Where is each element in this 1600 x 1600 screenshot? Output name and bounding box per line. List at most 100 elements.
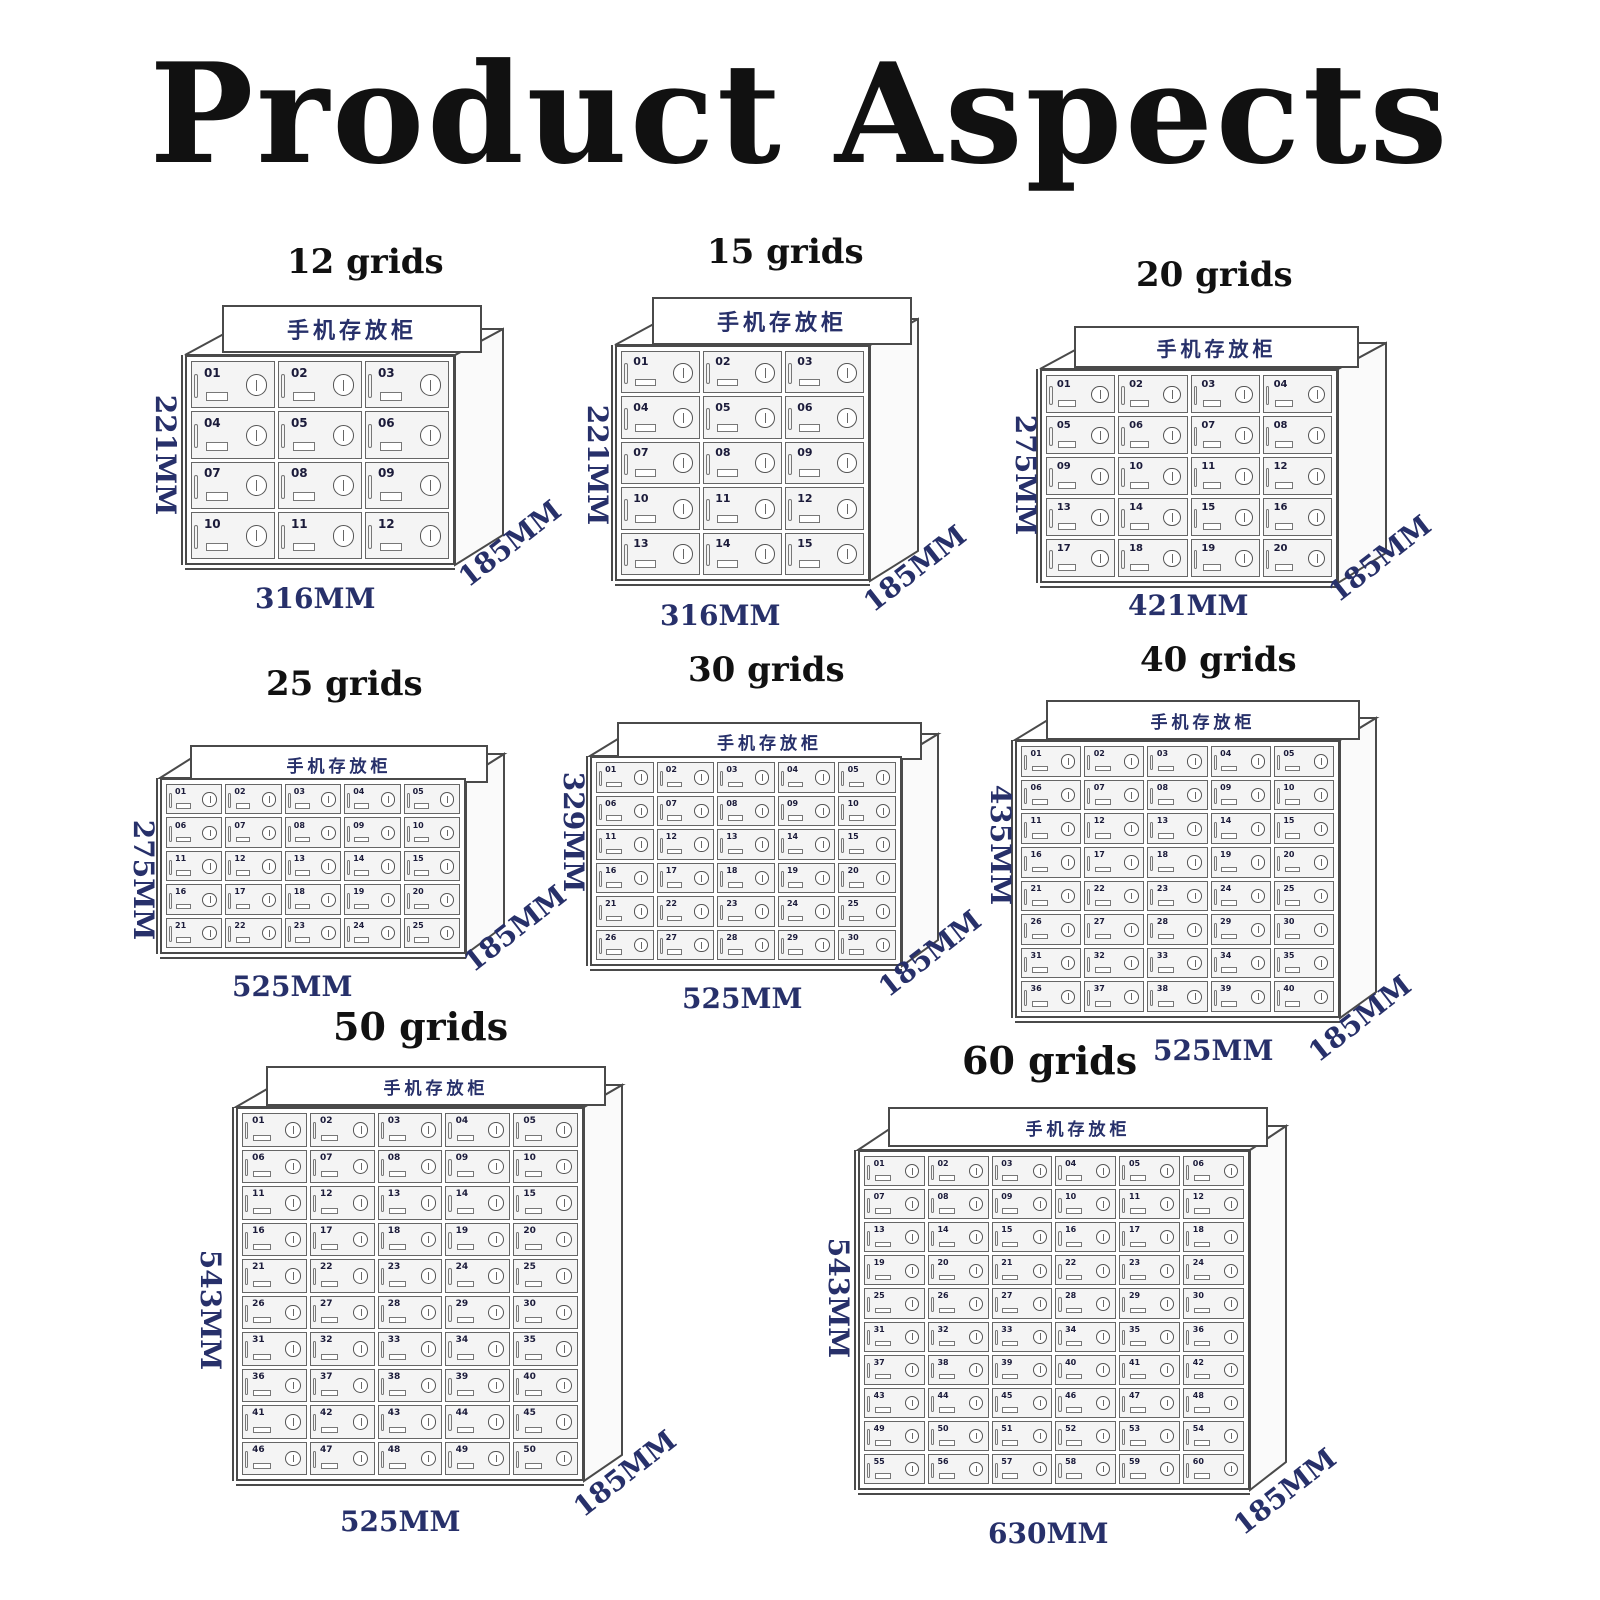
compartment[interactable]: 01 — [864, 1156, 925, 1187]
lock-icon[interactable] — [815, 803, 830, 819]
lock-icon[interactable] — [1307, 426, 1326, 445]
compartment[interactable]: 06 — [1021, 779, 1082, 811]
compartment[interactable]: 21 — [166, 917, 223, 948]
lock-icon[interactable] — [1224, 1230, 1239, 1245]
compartment[interactable]: 24 — [1210, 880, 1271, 912]
compartment[interactable]: 34 — [1055, 1321, 1117, 1352]
compartment[interactable]: 37 — [309, 1368, 375, 1402]
lock-icon[interactable] — [440, 859, 455, 874]
lock-icon[interactable] — [968, 1230, 983, 1245]
lock-icon[interactable] — [556, 1195, 572, 1211]
compartment[interactable]: 18 — [377, 1222, 443, 1256]
compartment[interactable]: 01 — [166, 784, 223, 815]
lock-icon[interactable] — [380, 892, 396, 907]
lock-icon[interactable] — [904, 1362, 919, 1377]
compartment[interactable]: 50 — [513, 1441, 578, 1475]
lock-icon[interactable] — [815, 870, 830, 886]
compartment[interactable]: 50 — [927, 1420, 989, 1451]
compartment[interactable]: 03 — [991, 1156, 1053, 1187]
lock-icon[interactable] — [875, 904, 891, 919]
lock-icon[interactable] — [1163, 426, 1181, 445]
lock-icon[interactable] — [633, 837, 648, 852]
compartment[interactable]: 15 — [1273, 813, 1334, 844]
lock-icon[interactable] — [420, 1231, 437, 1248]
lock-icon[interactable] — [488, 1158, 504, 1175]
compartment[interactable]: 22 — [656, 896, 715, 927]
lock-icon[interactable] — [754, 498, 775, 519]
compartment[interactable]: 29 — [445, 1295, 511, 1329]
compartment[interactable]: 15 — [838, 829, 896, 860]
compartment[interactable]: 09 — [777, 795, 836, 826]
compartment[interactable]: 13 — [717, 829, 775, 860]
compartment[interactable]: 25 — [513, 1259, 578, 1293]
lock-icon[interactable] — [1096, 1329, 1111, 1344]
lock-icon[interactable] — [815, 837, 830, 852]
lock-icon[interactable] — [1224, 1296, 1239, 1311]
compartment[interactable]: 29 — [777, 929, 836, 960]
lock-icon[interactable] — [420, 1414, 437, 1430]
lock-icon[interactable] — [1096, 1362, 1111, 1377]
compartment[interactable]: 02 — [309, 1113, 375, 1147]
lock-icon[interactable] — [904, 1329, 919, 1344]
compartment[interactable]: 47 — [309, 1441, 375, 1475]
lock-icon[interactable] — [1250, 855, 1265, 870]
lock-icon[interactable] — [1224, 1263, 1239, 1278]
compartment[interactable]: 08 — [1147, 779, 1208, 811]
compartment[interactable]: 02 — [1084, 746, 1145, 777]
lock-icon[interactable] — [245, 374, 268, 396]
lock-icon[interactable] — [488, 1195, 504, 1211]
lock-icon[interactable] — [1124, 888, 1139, 904]
lock-icon[interactable] — [420, 1304, 437, 1321]
compartment[interactable]: 05 — [1119, 1156, 1181, 1187]
lock-icon[interactable] — [633, 770, 648, 785]
compartment[interactable]: 26 — [242, 1295, 307, 1329]
compartment[interactable]: 21 — [596, 896, 654, 927]
compartment[interactable]: 11 — [242, 1186, 307, 1220]
compartment[interactable]: 04 — [1055, 1156, 1117, 1187]
compartment[interactable]: 26 — [596, 929, 654, 960]
compartment[interactable]: 01 — [1021, 746, 1082, 777]
compartment[interactable]: 10 — [403, 817, 460, 848]
lock-icon[interactable] — [633, 904, 648, 919]
compartment[interactable]: 13 — [864, 1222, 925, 1253]
compartment[interactable]: 23 — [284, 917, 342, 948]
lock-icon[interactable] — [968, 1164, 983, 1179]
compartment[interactable]: 38 — [377, 1368, 443, 1402]
lock-icon[interactable] — [284, 1304, 301, 1321]
compartment[interactable]: 11 — [596, 829, 654, 860]
lock-icon[interactable] — [1096, 1429, 1111, 1444]
lock-icon[interactable] — [968, 1362, 983, 1377]
compartment[interactable]: 16 — [166, 884, 223, 915]
lock-icon[interactable] — [202, 892, 217, 907]
compartment[interactable]: 12 — [785, 487, 864, 530]
compartment[interactable]: 53 — [1119, 1420, 1181, 1451]
lock-icon[interactable] — [1224, 1429, 1239, 1444]
lock-icon[interactable] — [836, 453, 857, 474]
compartment[interactable]: 17 — [225, 884, 282, 915]
compartment[interactable]: 07 — [1084, 779, 1145, 811]
compartment[interactable]: 46 — [1055, 1387, 1117, 1418]
lock-icon[interactable] — [284, 1158, 301, 1175]
lock-icon[interactable] — [1032, 1395, 1047, 1410]
lock-icon[interactable] — [1313, 888, 1329, 904]
lock-icon[interactable] — [1160, 1462, 1175, 1477]
compartment[interactable]: 33 — [991, 1321, 1053, 1352]
lock-icon[interactable] — [202, 825, 217, 841]
lock-icon[interactable] — [261, 859, 277, 874]
lock-icon[interactable] — [352, 1304, 369, 1321]
lock-icon[interactable] — [1235, 508, 1254, 527]
compartment[interactable]: 12 — [1262, 457, 1332, 495]
compartment[interactable]: 10 — [513, 1149, 578, 1183]
lock-icon[interactable] — [1096, 1197, 1111, 1212]
compartment[interactable]: 39 — [445, 1368, 511, 1402]
compartment[interactable]: 06 — [1118, 416, 1188, 454]
compartment[interactable]: 15 — [513, 1186, 578, 1220]
lock-icon[interactable] — [754, 544, 775, 565]
lock-icon[interactable] — [1313, 855, 1329, 870]
compartment[interactable]: 14 — [1210, 813, 1271, 844]
compartment[interactable]: 16 — [1021, 846, 1082, 878]
lock-icon[interactable] — [556, 1231, 572, 1248]
lock-icon[interactable] — [321, 892, 336, 907]
lock-icon[interactable] — [261, 926, 277, 941]
compartment[interactable]: 09 — [445, 1149, 511, 1183]
